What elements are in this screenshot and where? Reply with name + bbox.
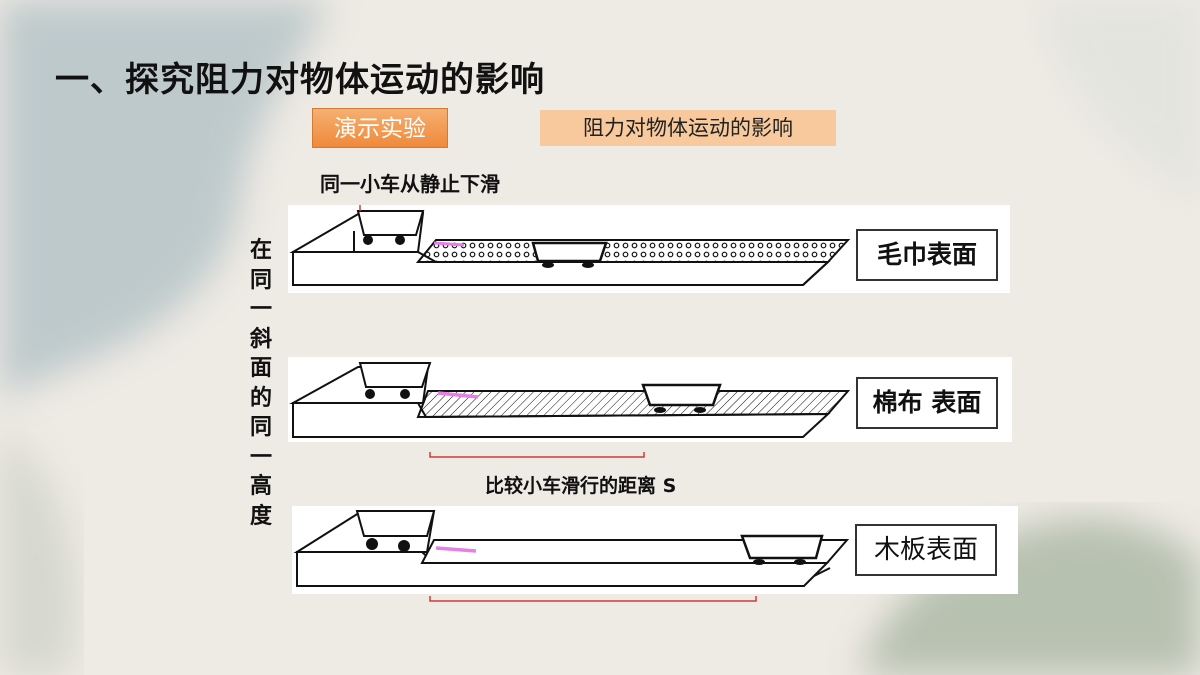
topic-tag: 阻力对物体运动的影响 [540, 110, 836, 146]
towel-surface-panel: 毛巾表面 [288, 205, 1010, 293]
cotton-distance-bracket [429, 452, 645, 458]
wood-surface-panel: 木板表面 [292, 506, 1018, 594]
same-cart-note: 同一小车从静止下滑 [320, 172, 500, 196]
wood-surface-label: 木板表面 [855, 524, 997, 576]
cotton-surface-label: 棉布 表面 [856, 377, 998, 429]
compare-distance-note: 比较小车滑行的距离 S [485, 475, 677, 497]
cotton-track-illustration [289, 362, 851, 438]
cotton-surface-panel: 棉布 表面 [288, 357, 1012, 442]
towel-surface-label: 毛巾表面 [856, 229, 998, 281]
slide-title: 一、探究阻力对物体运动的影响 [55, 60, 545, 100]
towel-track-illustration [289, 205, 851, 286]
same-height-vertical-note: 在同一斜面的同一高度 [249, 238, 272, 529]
wood-distance-bracket [429, 596, 757, 602]
wood-track-illustration [293, 510, 850, 587]
demo-experiment-button[interactable]: 演示实验 [312, 108, 448, 148]
